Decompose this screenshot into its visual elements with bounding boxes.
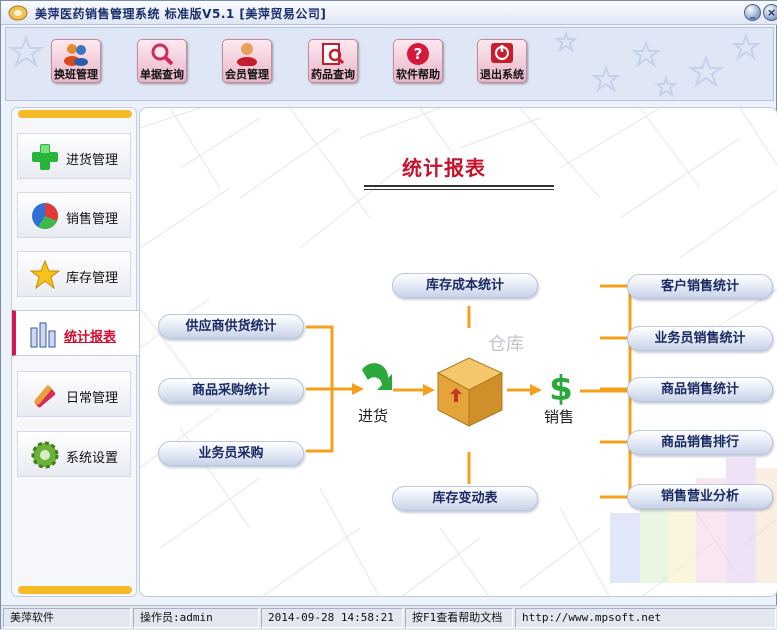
- bars-icon: [30, 322, 56, 348]
- warehouse-label: 仓库: [488, 334, 524, 355]
- pie-icon: [32, 203, 58, 230]
- member-management-button[interactable]: 会员管理: [219, 36, 275, 92]
- exit-system-button[interactable]: 退出系统: [474, 36, 530, 92]
- warehouse-box-icon: [436, 357, 504, 427]
- report-product-sales[interactable]: 商品销售统计: [627, 377, 773, 402]
- nav-top-bar: [18, 110, 132, 118]
- report-salesman-purchase[interactable]: 业务员采购: [158, 441, 304, 466]
- status-help-hint: 按F1查看帮助文档: [405, 608, 513, 628]
- toolbar-label: 换班管理: [54, 68, 98, 81]
- sidebar-item-sales[interactable]: 销售管理: [17, 192, 131, 238]
- toolbar-label: 单据查询: [140, 68, 184, 81]
- svg-text:$: $: [549, 369, 573, 409]
- title-underline: [364, 185, 554, 187]
- toolbar-label: 药品查询: [311, 68, 355, 81]
- status-datetime: 2014-09-28 14:58:21: [261, 608, 403, 628]
- report-inventory-change[interactable]: 库存变动表: [392, 486, 538, 511]
- software-help-button[interactable]: ? 软件帮助: [390, 36, 446, 92]
- toolbar-label: 软件帮助: [396, 68, 440, 81]
- page-title: 统计报表: [402, 156, 486, 180]
- help-icon: ?: [407, 43, 429, 65]
- sidebar-item-daily[interactable]: 日常管理: [17, 371, 131, 417]
- sidebar-item-inventory[interactable]: 库存管理: [17, 251, 131, 297]
- star-icon: [30, 260, 60, 290]
- drug-query-button[interactable]: 药品查询: [305, 36, 361, 92]
- sidebar-item-reports[interactable]: 统计报表: [12, 310, 142, 356]
- report-salesman-sales[interactable]: 业务员销售统计: [627, 326, 773, 351]
- close-button[interactable]: ×: [763, 4, 777, 21]
- document-query-button[interactable]: 单据查询: [134, 36, 190, 92]
- minimize-button[interactable]: _: [744, 4, 761, 21]
- nav-bottom-bar: [18, 586, 132, 594]
- status-url[interactable]: http://www.mpsoft.net: [515, 608, 776, 628]
- report-supplier-supply[interactable]: 供应商供货统计: [158, 314, 304, 339]
- people-icon: [64, 44, 88, 66]
- toolbar: 换班管理 单据查询 会员管理 药品查询: [5, 27, 774, 101]
- toolbar-label: 会员管理: [225, 68, 269, 81]
- app-logo-icon: [8, 5, 28, 21]
- sidebar-item-label: 进货管理: [66, 153, 119, 168]
- sidebar-item-settings[interactable]: 系统设置: [17, 431, 131, 477]
- plus-icon: [32, 144, 58, 170]
- gear-icon: [31, 441, 59, 469]
- report-panel: 统计报表: [139, 107, 777, 597]
- report-customer-sales[interactable]: 客户销售统计: [627, 274, 773, 299]
- sidebar-item-label: 统计报表: [64, 330, 117, 345]
- sales-label: 销售: [544, 408, 575, 426]
- status-operator: 操作员:admin: [133, 608, 259, 628]
- power-icon: [491, 43, 513, 63]
- sidebar-item-label: 库存管理: [66, 271, 119, 286]
- magnifier-icon: [151, 43, 174, 66]
- tools-icon: [34, 385, 56, 408]
- title-bar: 美萍医药销售管理系统 标准版V5.1 [美萍贸易公司] _ ×: [1, 1, 777, 25]
- toolbar-star-pattern: [7, 29, 762, 98]
- left-navigation: 进货管理 销售管理 库存管理 统计报表: [11, 107, 142, 597]
- svg-text:?: ?: [414, 45, 423, 63]
- report-product-ranking[interactable]: 商品销售排行: [627, 430, 773, 455]
- report-product-purchase[interactable]: 商品采购统计: [158, 378, 304, 403]
- purchase-label: 进货: [358, 407, 389, 425]
- title-underline: [364, 189, 554, 190]
- window-title: 美萍医药销售管理系统 标准版V5.1 [美萍贸易公司]: [35, 7, 327, 21]
- status-bar: 美萍软件 操作员:admin 2014-09-28 14:58:21 按F1查看…: [1, 605, 777, 630]
- search-doc-icon: [322, 43, 345, 65]
- shift-management-button[interactable]: 换班管理: [48, 36, 104, 92]
- report-inventory-cost[interactable]: 库存成本统计: [392, 273, 538, 298]
- toolbar-label: 退出系统: [480, 68, 524, 81]
- report-sales-analysis[interactable]: 销售营业分析: [627, 484, 773, 509]
- purchase-arrow-icon: [362, 363, 392, 390]
- member-icon: [237, 43, 257, 66]
- sidebar-item-label: 系统设置: [66, 451, 119, 466]
- sales-dollar-icon: $: [549, 369, 573, 409]
- sidebar-item-label: 日常管理: [66, 391, 119, 406]
- status-company: 美萍软件: [3, 608, 131, 628]
- flow-connectors: $: [306, 284, 632, 499]
- sidebar-item-label: 销售管理: [66, 212, 119, 227]
- sidebar-item-purchase[interactable]: 进货管理: [17, 133, 131, 179]
